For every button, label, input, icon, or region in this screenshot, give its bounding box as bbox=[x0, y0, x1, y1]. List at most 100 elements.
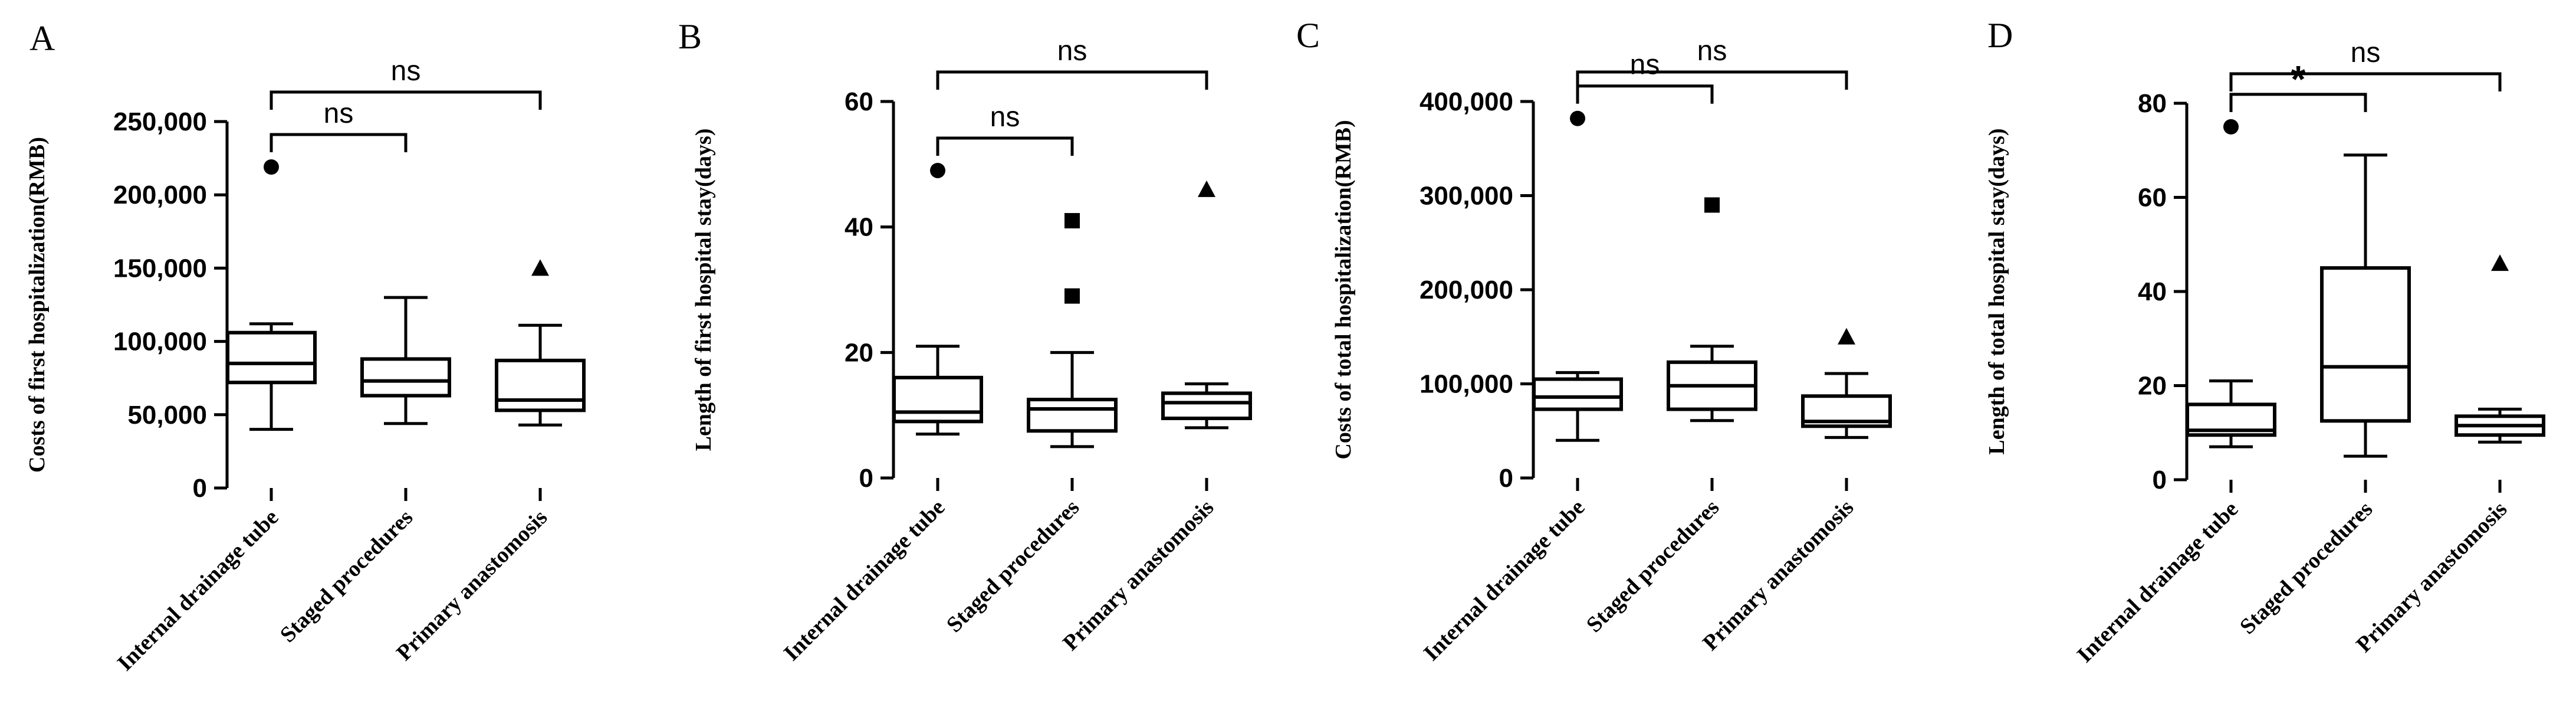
x-tick-label: Internal drainage tube bbox=[1419, 495, 1589, 666]
bracket-line bbox=[1576, 70, 1848, 90]
bracket-line bbox=[936, 136, 1074, 156]
y-tick-label: 0 bbox=[859, 464, 873, 493]
outlier-point bbox=[1198, 180, 1215, 197]
significance-label: ns bbox=[1630, 50, 1660, 81]
box-iqr bbox=[1161, 391, 1252, 420]
y-tick-label: 100,000 bbox=[1420, 370, 1513, 399]
y-tick-label: 50,000 bbox=[127, 401, 207, 430]
bracket-line bbox=[936, 70, 1208, 90]
panel-letter: B bbox=[678, 17, 702, 56]
box-3 bbox=[495, 259, 586, 427]
bracket-line bbox=[1576, 84, 1714, 104]
y-tick-label: 60 bbox=[2138, 184, 2167, 212]
bracket-line bbox=[270, 133, 408, 153]
y-tick-label: 400,000 bbox=[1420, 87, 1513, 116]
chart-panel-a: A 0 50,000 100,000 150,000 200,000 250,000Cost… bbox=[25, 19, 586, 676]
significance-label: ns bbox=[391, 55, 421, 87]
significance-bracket: * bbox=[2229, 58, 2367, 112]
outlier-point bbox=[1570, 110, 1585, 126]
box-iqr bbox=[2320, 266, 2411, 423]
outlier-point bbox=[1704, 197, 1720, 213]
box-2 bbox=[2320, 153, 2411, 458]
box-iqr bbox=[1801, 394, 1892, 428]
box-2 bbox=[1667, 197, 1757, 422]
significance-label: ns bbox=[990, 101, 1020, 133]
y-tick-label: 0 bbox=[2153, 466, 2167, 494]
significance-bracket: ns bbox=[2229, 37, 2502, 91]
significance-label: ns bbox=[1057, 35, 1087, 67]
outlier-point bbox=[930, 162, 945, 178]
x-tick-label: Staged procedures bbox=[942, 495, 1084, 637]
panel-letter: C bbox=[1296, 16, 1320, 55]
box-2 bbox=[1027, 213, 1118, 448]
significance-label: * bbox=[2291, 58, 2306, 100]
outlier-point bbox=[531, 259, 549, 276]
bracket-line bbox=[2229, 72, 2502, 91]
y-tick-label: 100,000 bbox=[113, 327, 207, 356]
box-3 bbox=[1801, 327, 1892, 439]
outlier-point bbox=[2491, 254, 2509, 271]
y-tick-label: 200,000 bbox=[1420, 276, 1513, 304]
box-iqr bbox=[892, 375, 983, 424]
y-axis-label: Costs of first hospitalization(RMB) bbox=[25, 137, 50, 473]
y-tick-label: 20 bbox=[2138, 372, 2167, 401]
x-tick-label: Staged procedures bbox=[1582, 495, 1724, 637]
y-tick-label: 40 bbox=[845, 213, 873, 242]
x-tick-label: Primary anastomosis bbox=[1058, 495, 1218, 656]
box-3 bbox=[1161, 180, 1252, 430]
panel-letter: D bbox=[1987, 16, 2013, 55]
box-iqr bbox=[1532, 377, 1623, 411]
outlier-point bbox=[1064, 288, 1080, 304]
y-tick-label: 0 bbox=[1499, 464, 1513, 493]
y-tick-label: 80 bbox=[2138, 89, 2167, 118]
y-tick-label: 250,000 bbox=[113, 107, 207, 136]
y-tick-label: 200,000 bbox=[113, 181, 207, 209]
box-1 bbox=[1532, 110, 1623, 442]
panel-letter: A bbox=[29, 19, 55, 58]
outlier-point bbox=[2223, 119, 2239, 135]
significance-label: ns bbox=[2351, 37, 2381, 68]
box-3 bbox=[2455, 254, 2545, 444]
box-iqr bbox=[226, 330, 317, 385]
y-tick-label: 0 bbox=[193, 474, 207, 503]
box-iqr bbox=[360, 357, 451, 398]
x-tick-label: Primary anastomosis bbox=[1698, 495, 1858, 656]
y-tick-label: 20 bbox=[845, 338, 873, 367]
y-tick-label: 40 bbox=[2138, 277, 2167, 306]
significance-label: ns bbox=[324, 98, 354, 129]
x-tick-label: Internal drainage tube bbox=[2072, 497, 2243, 667]
y-axis-label: Costs of total hospitalization(RMB) bbox=[1331, 120, 1356, 459]
x-tick-label: Primary anastomosis bbox=[2351, 497, 2512, 657]
x-tick-label: Internal drainage tube bbox=[113, 505, 283, 676]
significance-bracket: ns bbox=[270, 55, 542, 110]
box-iqr bbox=[495, 358, 586, 412]
x-tick-label: Primary anastomosis bbox=[392, 505, 552, 666]
y-tick-label: 300,000 bbox=[1420, 182, 1513, 211]
y-axis-label: Length of first hospital stay(days) bbox=[691, 129, 716, 451]
y-tick-label: 60 bbox=[845, 87, 873, 116]
box-iqr bbox=[1027, 398, 1118, 433]
box-1 bbox=[2186, 119, 2276, 448]
box-2 bbox=[360, 296, 451, 425]
significance-bracket: ns bbox=[1576, 50, 1714, 104]
outlier-point bbox=[1064, 213, 1080, 229]
box-1 bbox=[892, 162, 983, 436]
box-1 bbox=[226, 159, 317, 431]
outlier-point bbox=[264, 159, 279, 175]
significance-bracket: ns bbox=[270, 98, 408, 153]
x-tick-label: Staged procedures bbox=[275, 505, 418, 647]
x-tick-label: Staged procedures bbox=[2235, 497, 2377, 639]
significance-bracket: ns bbox=[936, 35, 1208, 90]
box-iqr bbox=[2186, 402, 2276, 437]
significance-bracket: ns bbox=[1576, 35, 1848, 90]
significance-bracket: ns bbox=[936, 101, 1074, 156]
bracket-line bbox=[2229, 93, 2367, 112]
bracket-line bbox=[270, 90, 542, 110]
y-tick-label: 150,000 bbox=[113, 254, 207, 283]
significance-label: ns bbox=[1697, 35, 1727, 67]
outlier-point bbox=[1838, 327, 1855, 345]
